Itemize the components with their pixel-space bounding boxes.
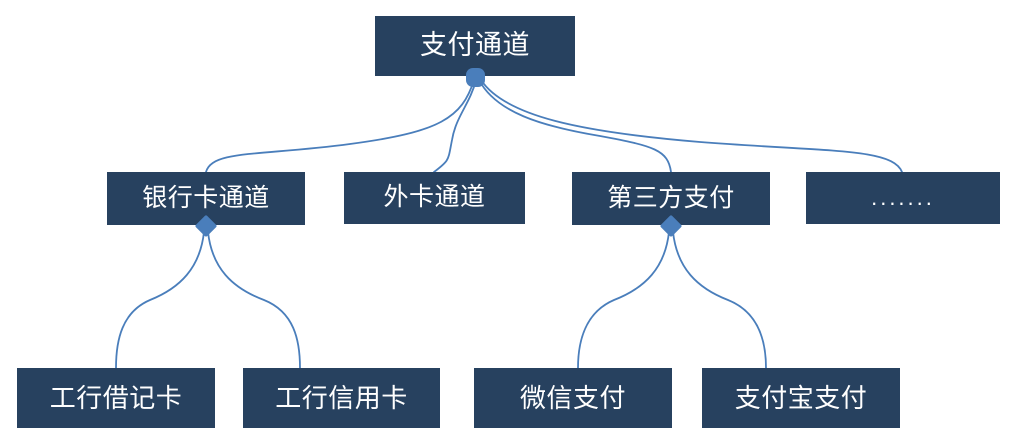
node-icbc-credit-card-label: 工行信用卡 <box>275 382 408 413</box>
node-alipay-label: 支付宝支付 <box>734 382 868 413</box>
node-root-payment-channel[interactable]: 支付通道 <box>375 16 575 76</box>
node-alipay[interactable]: 支付宝支付 <box>702 368 900 428</box>
edge-bankcard-to-credit <box>207 231 301 369</box>
node-more-channels[interactable]: ....... <box>806 172 1000 224</box>
node-foreign-card-channel-label: 外卡通道 <box>383 183 486 212</box>
node-icbc-debit-card-label: 工行借记卡 <box>49 382 183 413</box>
node-wechat-pay-label: 微信支付 <box>519 382 626 413</box>
edge-bankcard-to-debit <box>115 231 205 369</box>
node-icbc-credit-card[interactable]: 工行信用卡 <box>243 368 440 428</box>
edge-thirdparty-to-wechat <box>577 231 670 369</box>
node-third-party-payment-label: 第三方支付 <box>607 183 735 212</box>
edge-root-to-foreigncard <box>433 79 477 173</box>
edge-root-to-more <box>480 79 903 173</box>
node-foreign-card-channel[interactable]: 外卡通道 <box>344 172 525 224</box>
node-more-channels-label: ....... <box>871 184 935 210</box>
node-wechat-pay[interactable]: 微信支付 <box>474 368 672 428</box>
node-root-label: 支付通道 <box>420 30 530 61</box>
edge-root-to-thirdparty <box>478 79 672 173</box>
node-icbc-debit-card[interactable]: 工行借记卡 <box>17 368 215 428</box>
node-bank-card-channel-label: 银行卡通道 <box>142 183 270 212</box>
edge-thirdparty-to-alipay <box>672 231 767 369</box>
junction-root <box>466 68 485 87</box>
edge-root-to-bankcard <box>205 79 475 173</box>
